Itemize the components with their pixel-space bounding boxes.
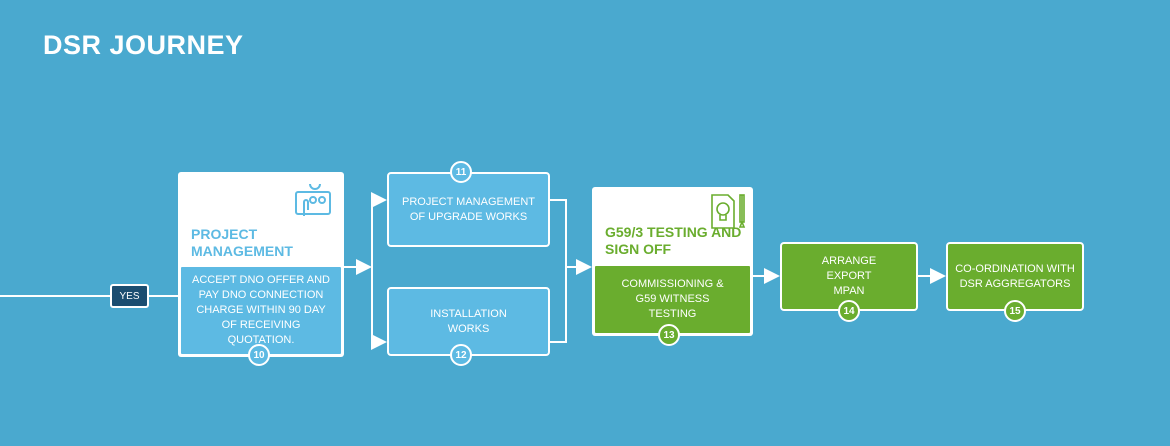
yes-label: YES xyxy=(110,284,149,308)
step-13-heading: G59/3 TESTING AND SIGN OFF xyxy=(605,224,742,257)
step-10-heading: PROJECT MANAGEMENT xyxy=(191,226,293,259)
touch-panel-icon xyxy=(295,183,331,216)
step-11-box: PROJECT MANAGEMENT OF UPGRADE WORKS xyxy=(387,172,550,247)
step-14-box: ARRANGE EXPORT MPAN xyxy=(780,242,918,311)
step-number-15: 15 xyxy=(1004,300,1026,322)
step-13-card: G59/3 TESTING AND SIGN OFF COMMISSIONING… xyxy=(592,187,753,336)
step-number-11: 11 xyxy=(450,161,472,183)
step-number-10: 10 xyxy=(248,344,270,366)
lightbulb-document-icon xyxy=(711,194,746,229)
step-10-text: ACCEPT DNO OFFER AND PAY DNO CONNECTION … xyxy=(179,265,343,356)
page-title: DSR JOURNEY xyxy=(43,30,244,60)
step-10-card: PROJECT MANAGEMENT ACCEPT DNO OFFER AND … xyxy=(178,172,344,357)
step-number-14: 14 xyxy=(838,300,860,322)
step-12-box: INSTALLATION WORKS xyxy=(387,287,550,356)
step-number-12: 12 xyxy=(450,344,472,366)
step-15-box: CO-ORDINATION WITH DSR AGGREGATORS xyxy=(946,242,1084,311)
step-number-13: 13 xyxy=(658,324,680,346)
